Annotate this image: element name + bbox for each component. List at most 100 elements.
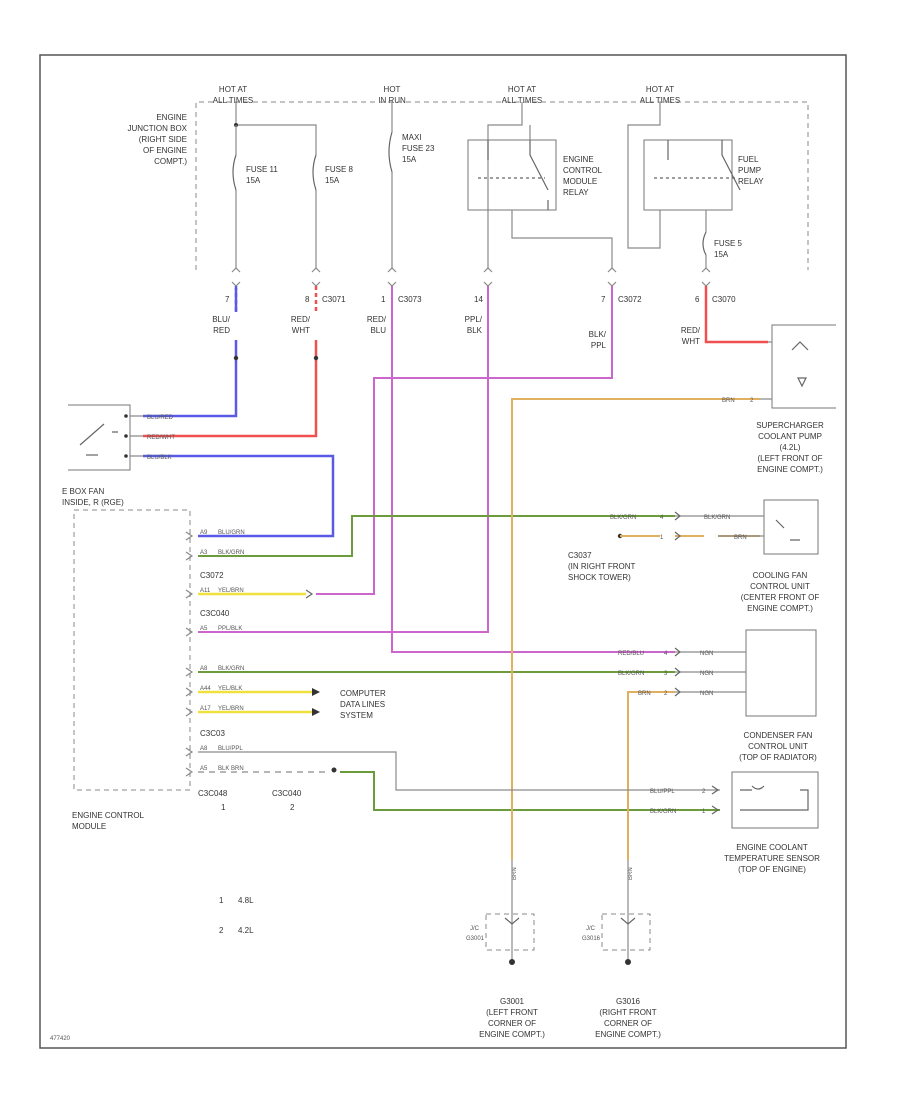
svg-text:MODULE: MODULE (72, 822, 106, 831)
svg-text:(CENTER FRONT OF: (CENTER FRONT OF (741, 593, 820, 602)
svg-text:4: 4 (660, 515, 664, 521)
svg-text:CORNER OF: CORNER OF (604, 1019, 652, 1028)
svg-text:BRN: BRN (722, 398, 735, 404)
svg-text:BRN: BRN (628, 867, 634, 880)
svg-text:BLU: BLU (370, 326, 386, 335)
svg-text:C3073: C3073 (398, 295, 422, 304)
wire-blu-red (143, 288, 238, 418)
svg-text:6: 6 (695, 295, 700, 304)
wire-ppl-blk (198, 286, 489, 633)
svg-text:FUSE 5: FUSE 5 (714, 239, 743, 248)
svg-text:NGN: NGN (700, 671, 713, 677)
ecm-pin-labels: A9 BLU/GRN A3 BLK/GRN A11 YEL/BRN A5 PPL… (200, 530, 245, 772)
wire-blk-grn-1 (198, 515, 675, 557)
svg-text:(LEFT FRONT: (LEFT FRONT (486, 1008, 538, 1017)
svg-text:ENGINE COMPT.): ENGINE COMPT.) (595, 1030, 661, 1039)
svg-text:ENGINE CONTROL: ENGINE CONTROL (72, 811, 145, 820)
svg-text:BLU/GRN: BLU/GRN (218, 530, 245, 536)
svg-text:BLK/: BLK/ (589, 330, 607, 339)
svg-text:BLU/PPL: BLU/PPL (218, 746, 243, 752)
svg-text:SHOCK TOWER): SHOCK TOWER) (568, 573, 631, 582)
svg-text:BLK: BLK (467, 326, 483, 335)
wire-blk-grn-3 (340, 771, 720, 811)
svg-text:C3C03: C3C03 (200, 729, 225, 738)
svg-text:(TOP OF RADIATOR): (TOP OF RADIATOR) (739, 753, 817, 762)
svg-text:C3C040: C3C040 (200, 609, 230, 618)
svg-text:A5: A5 (200, 766, 208, 772)
svg-text:BRN: BRN (512, 867, 518, 880)
svg-text:COMPT.): COMPT.) (154, 157, 187, 166)
ground-g3016: J/C G3016 G3016 (RIGHT FRONT CORNER OF E… (582, 860, 661, 1039)
svg-text:ALL TIMES: ALL TIMES (502, 96, 542, 105)
svg-text:(RIGHT SIDE: (RIGHT SIDE (139, 135, 187, 144)
left-connector-component: BLU/RED RED/WHT BLU/BLK (68, 404, 175, 471)
fuse-23-label: MAXI FUSE 23 15A (402, 133, 435, 164)
svg-text:15A: 15A (246, 176, 261, 185)
svg-text:2: 2 (219, 926, 224, 935)
svg-text:ENGINE COMPT.): ENGINE COMPT.) (479, 1030, 545, 1039)
svg-text:BLK/GRN: BLK/GRN (704, 515, 730, 521)
svg-text:HOT AT: HOT AT (646, 85, 674, 94)
svg-text:BLU/PPL: BLU/PPL (650, 789, 675, 795)
svg-text:YEL/BLK: YEL/BLK (218, 686, 242, 692)
svg-text:SYSTEM: SYSTEM (340, 711, 373, 720)
svg-text:RED/: RED/ (681, 326, 701, 335)
power-hot-at-all-times-2: HOT AT ALL TIMES (502, 85, 542, 105)
svg-text:FUEL: FUEL (738, 155, 759, 164)
svg-text:2: 2 (664, 691, 668, 697)
svg-text:PPL: PPL (591, 341, 607, 350)
svg-text:CONTROL UNIT: CONTROL UNIT (750, 582, 810, 591)
svg-text:JUNCTION BOX: JUNCTION BOX (127, 124, 187, 133)
ecm-pin-ticks (185, 531, 194, 777)
svg-text:PUMP: PUMP (738, 166, 761, 175)
connector-labels: 7 8 C3071 1 C3073 14 7 C3072 6 C3070 (225, 295, 736, 304)
svg-text:(4.2L): (4.2L) (780, 443, 801, 452)
svg-text:ENGINE: ENGINE (156, 113, 187, 122)
svg-text:BLK BRN: BLK BRN (218, 766, 244, 772)
svg-text:MAXI: MAXI (402, 133, 422, 142)
cooling-fan-control-unit-label: COOLING FAN CONTROL UNIT (CENTER FRONT O… (741, 571, 820, 613)
power-hot-in-run: HOT IN RUN (378, 85, 406, 105)
svg-text:G3001: G3001 (500, 997, 525, 1006)
wire-red-blu (391, 286, 675, 653)
svg-text:HOT: HOT (384, 85, 401, 94)
svg-text:1: 1 (219, 896, 224, 905)
fuel-pump-relay-box (643, 139, 733, 211)
svg-text:C3C040: C3C040 (272, 789, 302, 798)
svg-text:TEMPERATURE SENSOR: TEMPERATURE SENSOR (724, 854, 820, 863)
svg-text:BLK/GRN: BLK/GRN (218, 550, 244, 556)
svg-text:7: 7 (225, 295, 230, 304)
wire-brn-1 (511, 398, 760, 860)
svg-text:ENGINE COOLANT: ENGINE COOLANT (736, 843, 808, 852)
svg-text:BLU/BLK: BLU/BLK (147, 455, 172, 461)
svg-text:1: 1 (660, 535, 664, 541)
svg-text:C3071: C3071 (322, 295, 346, 304)
svg-text:IN RUN: IN RUN (378, 96, 406, 105)
svg-text:RELAY: RELAY (563, 188, 589, 197)
wire-blu-ppl (198, 751, 720, 791)
svg-text:OF ENGINE: OF ENGINE (143, 146, 187, 155)
svg-text:A11: A11 (200, 588, 211, 594)
wire-red-wht-pump (704, 286, 768, 344)
svg-text:A9: A9 (200, 530, 208, 536)
cooling-fan-connector: BLK/GRN 4 BLK/GRN 1 BRN (610, 499, 819, 555)
svg-text:BLU/RED: BLU/RED (147, 415, 174, 421)
fuel-pump-relay-label: FUEL PUMP RELAY (738, 155, 764, 186)
junction-box-boundary (195, 101, 809, 270)
svg-text:PPL/BLK: PPL/BLK (218, 626, 242, 632)
svg-text:2: 2 (290, 803, 295, 812)
svg-text:BRN: BRN (638, 691, 651, 697)
ground-wire-labels: BRN BRN (512, 867, 634, 880)
engine-coolant-temperature-sensor: BLU/PPL BLK/GRN 2 1 ENGINE COOLANT TEMPE… (650, 771, 820, 874)
svg-text:CONTROL UNIT: CONTROL UNIT (748, 742, 808, 751)
wire-blk-ppl (316, 286, 613, 595)
wire-color-labels: BLU/ RED RED/ WHT RED/ BLU PPL/ BLK BLK/… (212, 315, 701, 350)
svg-text:NGN: NGN (700, 651, 713, 657)
svg-text:WHT: WHT (682, 337, 700, 346)
svg-text:1: 1 (702, 809, 706, 815)
svg-text:RED/: RED/ (291, 315, 311, 324)
wire-brn-2 (627, 691, 675, 860)
svg-text:RELAY: RELAY (738, 177, 764, 186)
svg-text:ENGINE: ENGINE (563, 155, 594, 164)
